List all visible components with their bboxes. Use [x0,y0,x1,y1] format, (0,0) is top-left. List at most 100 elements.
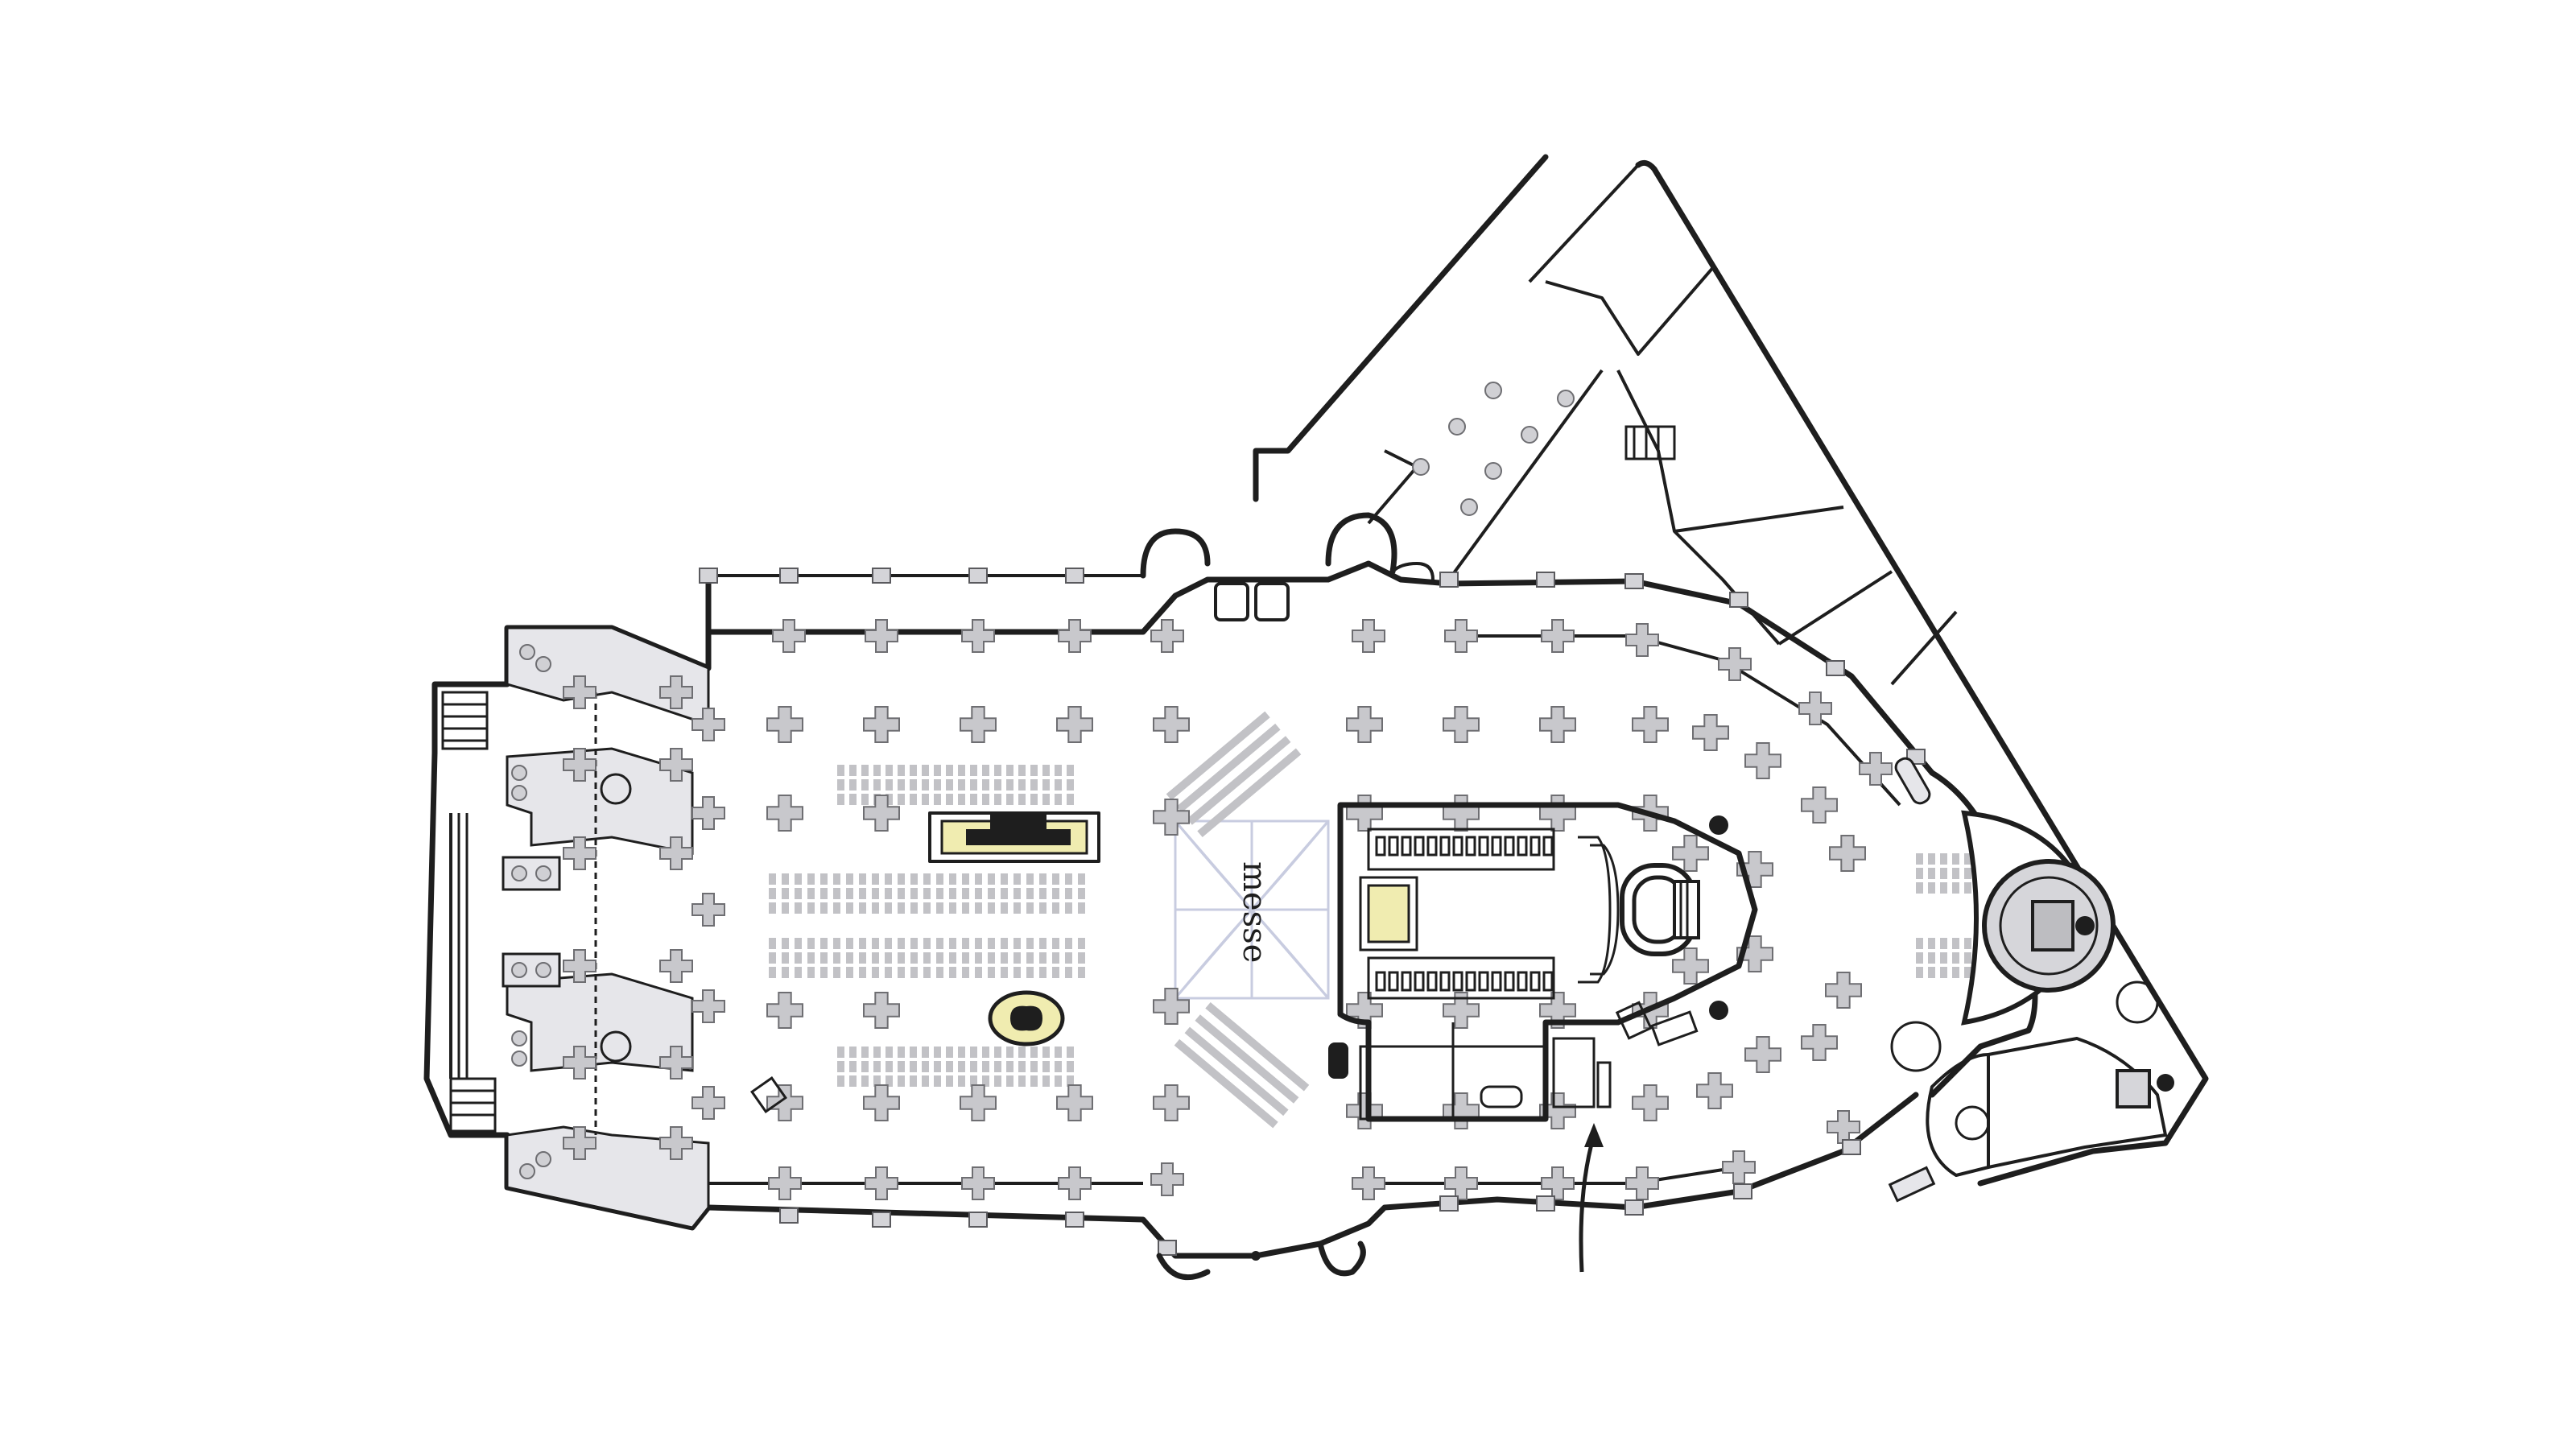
pew [1006,1075,1013,1087]
pew [886,1075,893,1087]
north-entrance [1140,512,1435,621]
pew [795,938,802,949]
pew [1042,765,1050,776]
pew [958,765,965,776]
pew [820,888,828,899]
pew [922,779,929,791]
pillar [1801,1024,1838,1061]
pew [1039,902,1046,914]
pew [1013,967,1021,978]
stall [1452,971,1463,992]
crossing-label: messe [1236,861,1273,963]
pew [994,765,1001,776]
pillar [1625,1166,1659,1200]
pillar [691,708,725,741]
pillar [659,949,693,983]
pew [859,902,866,914]
pew [1940,853,1947,865]
pew [910,779,917,791]
pew [1026,888,1034,899]
pillar [766,992,803,1029]
nave-pillars [766,706,1866,1129]
buttress [968,1212,988,1228]
pew [949,938,956,949]
buttress [699,568,718,584]
pillar [1443,992,1480,1029]
pew [910,794,917,805]
wing-room-wall-1 [1545,264,1716,356]
pillar [1672,835,1709,872]
pillar [1352,1166,1385,1200]
sanctuary-steps-1 [1578,836,1612,984]
wing-room-wall-5 [1777,570,1893,646]
pew [873,765,881,776]
pew [975,888,982,899]
pillar [1632,1084,1669,1121]
stall [1401,971,1412,992]
pew [782,902,789,914]
pew [833,888,840,899]
pew [982,779,989,791]
pillar [961,1166,995,1200]
pew [923,967,931,978]
buttress [1158,1240,1177,1256]
pew [1940,952,1947,964]
pew [988,888,995,899]
pew [958,1061,965,1072]
pillar [1718,647,1752,681]
pew [1964,952,1971,964]
pew [859,967,866,978]
pew [833,938,840,949]
wing-room-wall-4 [1674,506,1844,533]
pew [1964,882,1971,894]
buttress [1842,1139,1861,1155]
stall-ticks [1375,836,1554,992]
pew [1067,1046,1074,1058]
pew [1018,779,1026,791]
pew [898,902,905,914]
pew [910,1046,917,1058]
pew [934,779,941,791]
pew [988,902,995,914]
pew [898,952,905,964]
stall [1426,836,1438,857]
pew [1018,765,1026,776]
buttress [1624,1199,1644,1216]
pew [936,952,943,964]
pillar [659,1126,693,1160]
pew [1078,938,1085,949]
stall [1517,971,1528,992]
pew [946,1061,953,1072]
pew [1030,794,1038,805]
pew [1013,952,1021,964]
pew [1052,967,1059,978]
wing-hall-columns [1412,382,1575,516]
pew [898,1061,905,1072]
pew [1052,873,1059,885]
pew [872,967,879,978]
pew [1065,902,1072,914]
wing-room-wall-2 [1528,163,1640,283]
pew [946,1075,953,1087]
choir-altar [1367,884,1410,943]
pew [872,873,879,885]
pew [885,873,892,885]
pew [1013,902,1021,914]
pew [807,967,815,978]
pillar [1827,1110,1860,1144]
pew [807,888,815,899]
pew [1006,1061,1013,1072]
pew [898,1046,905,1058]
pew [1065,952,1072,964]
pew [975,952,982,964]
stall [1504,836,1515,857]
pew [846,902,853,914]
pillar [1539,706,1576,743]
pew [946,765,953,776]
pew [1018,794,1026,805]
pew [1952,938,1959,949]
pew [849,779,857,791]
pew [1030,1061,1038,1072]
pew [885,967,892,978]
pew [833,873,840,885]
